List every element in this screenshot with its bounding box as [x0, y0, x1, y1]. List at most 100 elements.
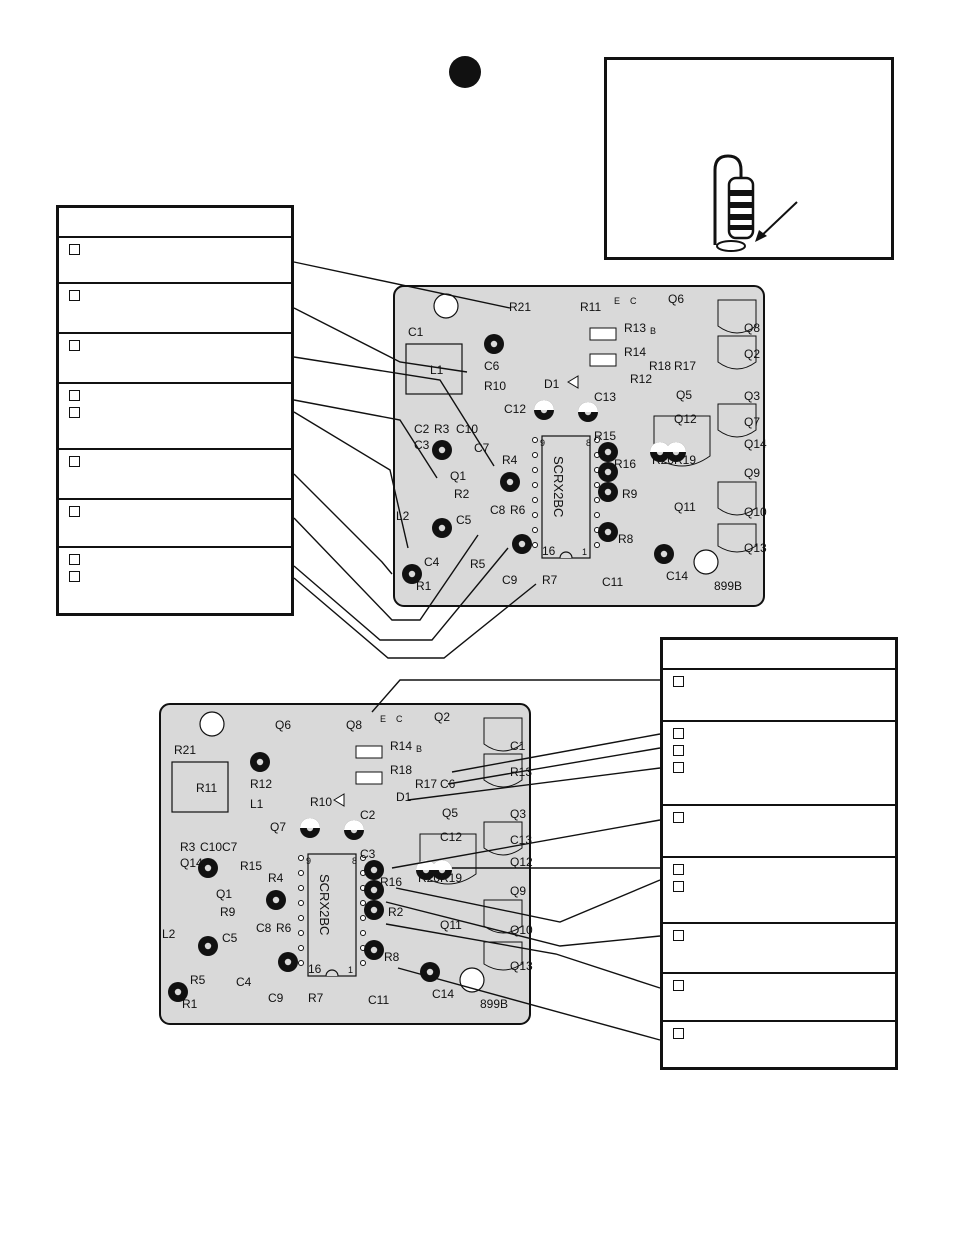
component-label: 9: [540, 438, 545, 448]
component-label: Q10: [510, 923, 533, 937]
ic-pin-pad: [594, 512, 600, 518]
component-label: Q1: [450, 469, 466, 483]
leader-line: [293, 307, 468, 373]
component-label: 8: [352, 856, 357, 866]
leader-line: [371, 679, 660, 713]
leader-line: [293, 577, 537, 659]
checkbox[interactable]: [673, 1028, 684, 1039]
mounting-hole: [433, 293, 459, 319]
component-label: R20: [652, 453, 674, 467]
component-label: R17: [674, 359, 696, 373]
component-label: C2: [360, 808, 376, 822]
component-label: Q12: [510, 855, 533, 869]
component-label: R7: [308, 991, 324, 1005]
transistor-socket: [717, 523, 757, 553]
component-label: R15: [240, 859, 262, 873]
component-pad-hole: [604, 528, 612, 536]
checkbox[interactable]: [69, 506, 80, 517]
component-pad-hole: [174, 988, 182, 996]
component-label: Q14: [180, 856, 203, 870]
component-pad-hole: [506, 478, 514, 486]
component-label: C7: [222, 840, 238, 854]
component-label: 9: [306, 856, 311, 866]
component-label: Q2: [434, 710, 450, 724]
leader-line: [293, 411, 409, 549]
component-label: C3: [360, 847, 376, 861]
checkbox[interactable]: [69, 407, 80, 418]
component-pad-hole: [370, 946, 378, 954]
component-label: R14: [390, 739, 412, 753]
component-label: C12: [440, 830, 462, 844]
component-pad-hole: [518, 540, 526, 548]
component-label: SCRX2BC: [317, 874, 332, 935]
checkbox[interactable]: [69, 290, 80, 301]
component-label: Q9: [510, 884, 526, 898]
resistor-body: [355, 771, 383, 785]
component-label: C12: [504, 402, 526, 416]
component-pad-hole: [204, 864, 212, 872]
component-label: 1: [582, 547, 587, 557]
ic-notch: [325, 969, 339, 977]
checkbox[interactable]: [69, 340, 80, 351]
component-label: Q5: [442, 806, 458, 820]
checkbox[interactable]: [69, 571, 80, 582]
component-label: B: [650, 326, 656, 336]
component-label: Q1: [216, 887, 232, 901]
board-outline: [159, 703, 531, 1025]
checkbox[interactable]: [69, 554, 80, 565]
checkbox[interactable]: [69, 456, 80, 467]
checkbox[interactable]: [673, 812, 684, 823]
checkbox[interactable]: [673, 676, 684, 687]
checkbox[interactable]: [673, 980, 684, 991]
board-outline: [393, 285, 765, 607]
component-label: R16: [380, 875, 402, 889]
checkbox[interactable]: [69, 244, 80, 255]
leader-line: [397, 967, 661, 1041]
component-label: L2: [162, 927, 176, 941]
component-label: R19: [440, 871, 462, 885]
ic-pin-pad: [298, 885, 304, 891]
component-label: R8: [384, 950, 400, 964]
component-label: R5: [470, 557, 486, 571]
checkbox[interactable]: [673, 930, 684, 941]
component-label: C4: [424, 555, 440, 569]
component-label: C8: [256, 921, 272, 935]
checkbox[interactable]: [673, 745, 684, 756]
component-label: R1: [182, 997, 198, 1011]
right-checklist-row: [663, 670, 895, 722]
component-label: R4: [502, 453, 518, 467]
component-label: L2: [396, 509, 410, 523]
ic-pin-pad: [298, 930, 304, 936]
component-label: R19: [674, 453, 696, 467]
right-checklist-row: [663, 924, 895, 974]
component-label: C4: [236, 975, 252, 989]
mounting-hole: [199, 711, 225, 737]
ic-pin-pad: [594, 497, 600, 503]
ic-pin-pad: [532, 437, 538, 443]
component-label: D1: [396, 790, 412, 804]
component-label: R9: [622, 487, 638, 501]
component-label: 16: [542, 544, 556, 558]
left-checklist-header: [59, 208, 291, 238]
component-label: Q11: [440, 918, 462, 932]
component-label: C6: [484, 359, 500, 373]
ic-pin-pad: [360, 855, 366, 861]
checkbox[interactable]: [673, 881, 684, 892]
checkbox[interactable]: [673, 762, 684, 773]
transistor-socket: [717, 481, 757, 516]
checkbox[interactable]: [69, 390, 80, 401]
component-label: Q7: [744, 415, 760, 429]
checkbox[interactable]: [673, 864, 684, 875]
left-checklist-panel: [56, 205, 294, 616]
component-label: R3: [180, 840, 196, 854]
leader-line: [447, 747, 661, 785]
component-label: R21: [509, 300, 531, 314]
checkbox[interactable]: [673, 728, 684, 739]
right-checklist-header: [663, 640, 895, 670]
resistor-mounting-inset: [604, 57, 894, 260]
ic-pin-pad: [360, 930, 366, 936]
component-label: 8: [586, 438, 591, 448]
component-pad-hole: [272, 896, 280, 904]
leader-line: [385, 901, 661, 947]
